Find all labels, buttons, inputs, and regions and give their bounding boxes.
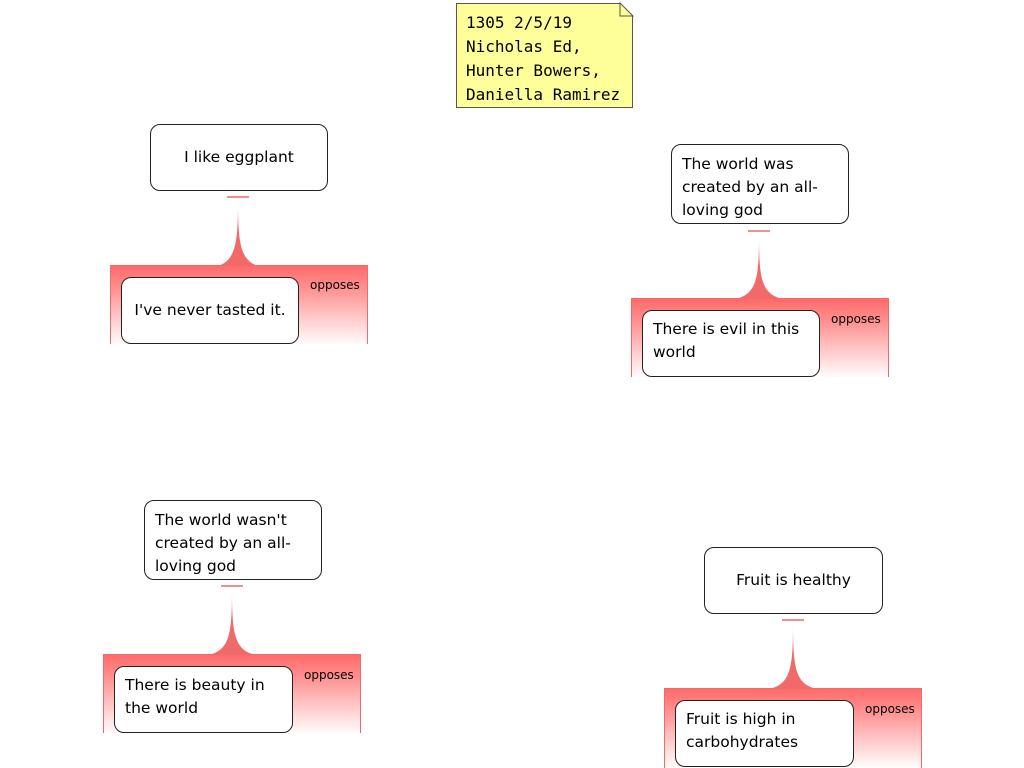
connector-line [218,196,258,266]
connector-line [773,619,813,688]
claim-text: The world was created by an all- loving … [682,155,818,219]
note-line: Nicholas Ed, [466,37,582,56]
objection-text: I've never tasted it. [134,301,286,319]
connector-line [212,585,252,654]
connector-line [739,230,779,298]
relation-label: opposes [310,278,360,292]
claim-text: Fruit is healthy [736,571,851,589]
objection-text: There is evil in this world [653,320,800,361]
note-line: 1305 2/5/19 [466,13,572,32]
objection-text: Fruit is high in carbohydrates [686,710,799,751]
claim-box[interactable]: Fruit is healthy [704,547,883,614]
claim-box[interactable]: The world wasn't created by an all- lovi… [144,500,322,580]
relation-label: opposes [304,668,354,682]
claim-box[interactable]: The world was created by an all- loving … [671,144,849,224]
objection-box[interactable]: I've never tasted it. [121,277,299,344]
relation-label: opposes [865,702,915,716]
objection-box[interactable]: There is beauty in the world [114,666,293,733]
sticky-note[interactable]: 1305 2/5/19 Nicholas Ed, Hunter Bowers, … [456,3,633,108]
note-line: Hunter Bowers, [466,61,601,80]
objection-text: There is beauty in the world [125,676,265,717]
objection-box[interactable]: Fruit is high in carbohydrates [675,700,854,767]
note-fold-icon [619,2,634,17]
objection-box[interactable]: There is evil in this world [642,310,820,377]
claim-text: The world wasn't created by an all- lovi… [155,511,291,575]
relation-label: opposes [831,312,881,326]
claim-text: I like eggplant [184,148,294,166]
claim-box[interactable]: I like eggplant [150,124,328,191]
note-line: Daniella Ramirez [466,85,621,104]
